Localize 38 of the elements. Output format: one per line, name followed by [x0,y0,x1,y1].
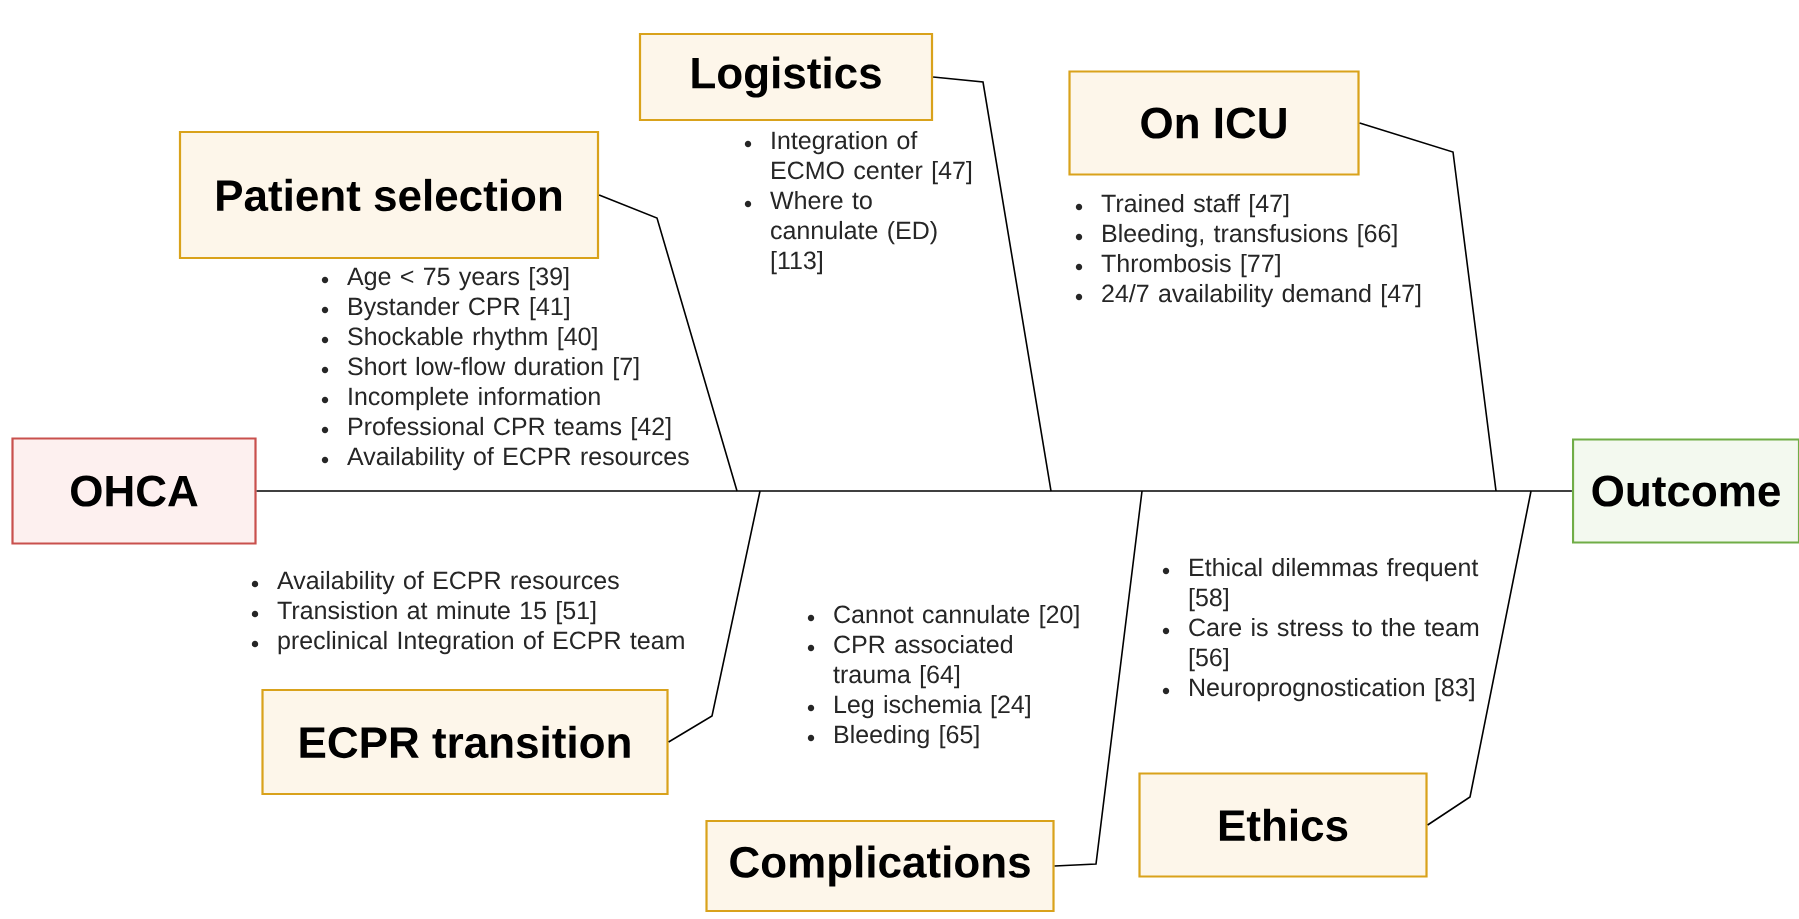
list-item: Cannot cannulate [20] [834,604,1079,629]
list-item: Availability of ECPR resources [277,570,619,595]
spine-line [255,490,1573,492]
list-item: CPR associated trauma [64] [833,634,1012,689]
category-box: On ICU [1068,70,1360,176]
list-item: Where to cannulate (ED) [113] [770,190,937,275]
list-item: Bystander CPR [41] [349,296,569,321]
list-item: 24/7 availability demand [47] [1102,283,1421,308]
head-box: OHCA [11,437,257,545]
list-item: Availability of ECPR resources [347,446,689,471]
bone-line [1426,490,1532,826]
category-box: Complications [705,819,1055,913]
list-item: Short low-flow duration [7] [348,356,639,381]
bone-line [932,76,1052,492]
bone-line [1358,122,1497,492]
category-box: Logistics [638,32,934,122]
list-item: preclinical Integration of ECPR team [278,630,684,655]
bone-line [1053,490,1143,867]
list-item: Professional CPR teams [42] [349,416,671,441]
bone-line [667,490,761,743]
category-box: Patient selection [178,130,600,260]
list-item: Ethical dilemmas frequent [58] [1189,557,1479,612]
tail-box: Outcome [1571,438,1799,544]
list-item: Bleeding, transfusions [66] [1103,223,1397,248]
list-item: Bleeding [65] [835,724,979,749]
list-item: Age < 75 years [39] [347,266,569,291]
list-item: Trained staff [47] [1101,193,1289,218]
list-item: Leg ischemia [24] [835,694,1030,719]
list-item: Transistion at minute 15 [51] [277,600,596,625]
list-item: Integration of ECMO center [47] [772,130,972,185]
category-box: Ethics [1138,772,1428,878]
list-item: Incomplete information [349,386,600,411]
bone-line [598,194,738,492]
category-box: ECPR transition [261,688,669,796]
list-item: Care is stress to the team [56] [1189,617,1479,672]
list-item: Neuroprognostication [83] [1190,677,1474,702]
list-item: Shockable rhythm [40] [348,326,597,351]
list-item: Thrombosis [77] [1101,253,1280,278]
